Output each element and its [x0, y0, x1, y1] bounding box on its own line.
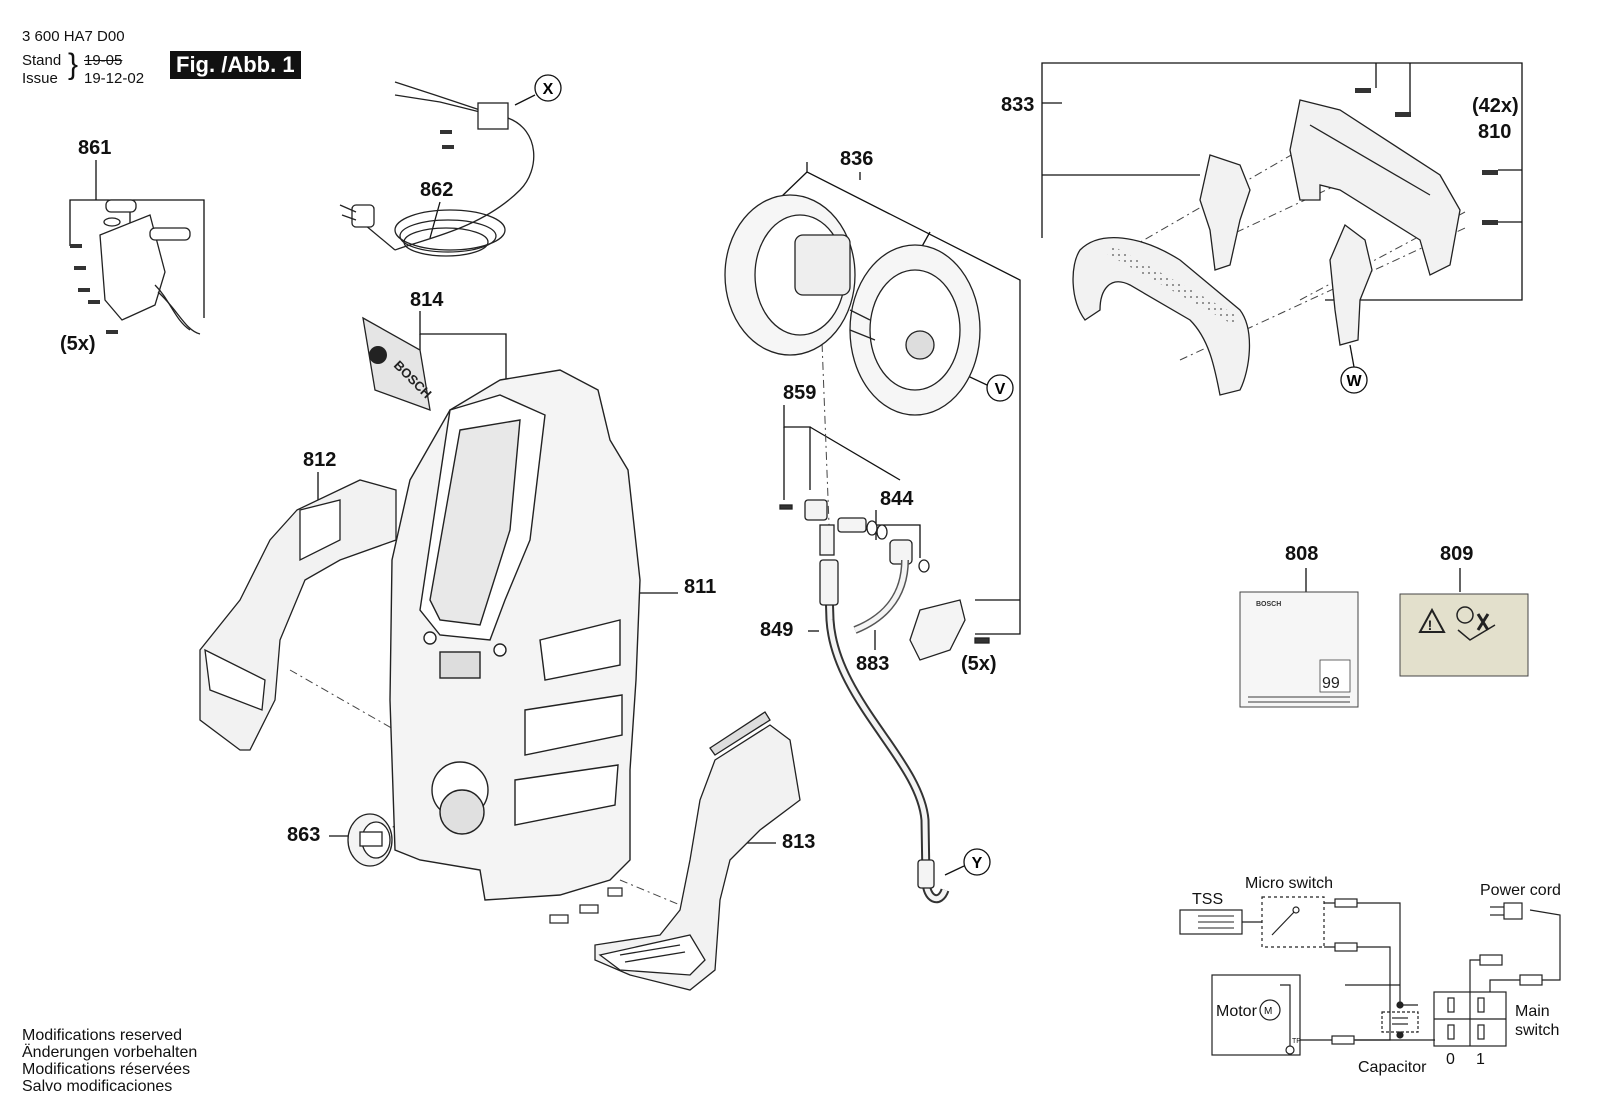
stand-label: Stand — [22, 52, 62, 69]
wiring-tss-label: TSS — [1192, 891, 1223, 908]
part-812-drawing — [199, 479, 397, 751]
stand-value: 19-05 — [84, 52, 123, 69]
wiring-main-switch-label-1: Main — [1515, 1003, 1550, 1020]
wiring-capacitor-label: Capacitor — [1358, 1059, 1427, 1076]
part-number-812: 812 — [303, 449, 336, 471]
callout-w: W — [1340, 344, 1368, 394]
wiring-tp-label: TP — [1292, 1038, 1301, 1045]
part-number-862: 862 — [420, 179, 453, 201]
callout-v-label: V — [995, 381, 1006, 398]
callout-y-label: Y — [972, 855, 983, 872]
part-836-drawing — [724, 194, 981, 416]
modifications-line-de: Änderungen vorbehalten — [22, 1044, 198, 1061]
part-814-drawing: BOSCH — [362, 316, 435, 411]
part-number-861: 861 — [78, 137, 111, 159]
wiring-motor-symbol: M — [1264, 1006, 1272, 1017]
svg-text:!: ! — [1428, 617, 1433, 633]
modifications-notice: Modifications reserved Änderungen vorbeh… — [22, 1027, 197, 1095]
wiring-micro-switch-label: Micro switch — [1245, 875, 1333, 892]
wiring-position-1-label: 1 — [1476, 1051, 1485, 1068]
modifications-line-fr: Modifications réservées — [22, 1061, 191, 1078]
callout-x-label: X — [543, 81, 554, 98]
part-number-859: 859 — [783, 382, 816, 404]
modifications-line-es: Salvo modificaciones — [22, 1078, 173, 1095]
wiring-power-cord-label: Power cord — [1480, 882, 1561, 899]
part-number-814: 814 — [410, 289, 444, 311]
wiring-main-switch-label-2: switch — [1515, 1022, 1559, 1039]
parts-fittings-drawing — [779, 499, 990, 661]
quantity-label-883: (5x) — [961, 653, 997, 675]
part-number-813: 813 — [782, 831, 815, 853]
part-number-810: 810 — [1478, 121, 1511, 143]
callout-w-label: W — [1346, 373, 1362, 390]
wiring-diagram — [1179, 896, 1561, 1056]
part-number-836: 836 — [840, 148, 873, 170]
part-number-809: 809 — [1440, 543, 1473, 565]
part-number-833: 833 — [1001, 94, 1034, 116]
part-number-849: 849 — [760, 619, 793, 641]
label-808-logo: BOSCH — [1256, 601, 1281, 608]
brace: } — [68, 48, 79, 81]
part-863-drawing — [347, 813, 393, 867]
callout-y: Y — [944, 848, 991, 876]
wiring-motor-label: Motor — [1216, 1003, 1258, 1020]
part-813-drawing — [594, 711, 801, 991]
part-number-844: 844 — [880, 488, 914, 510]
figure-label: Fig. /Abb. 1 — [170, 51, 301, 79]
quantity-label-810: (42x) — [1472, 95, 1519, 117]
part-number-811: 811 — [684, 576, 716, 598]
quantity-label-861: (5x) — [60, 333, 96, 355]
document-number: 3 600 HA7 D00 — [22, 28, 125, 45]
part-861-drawing — [70, 199, 201, 335]
part-number-863: 863 — [287, 824, 320, 846]
label-808-value: 99 — [1322, 675, 1340, 692]
part-833-drawing — [1072, 88, 1498, 396]
part-849-drawing — [819, 559, 950, 904]
wiring-position-0-label: 0 — [1446, 1051, 1455, 1068]
part-811-drawing — [389, 369, 641, 901]
issue-value: 19-12-02 — [84, 70, 145, 87]
issue-label: Issue — [22, 70, 58, 87]
part-809-label: ! — [1399, 593, 1529, 677]
modifications-line-en: Modifications reserved — [22, 1027, 183, 1044]
part-number-883: 883 — [856, 653, 889, 675]
part-808-label: BOSCH 99 — [1239, 591, 1359, 708]
part-number-808: 808 — [1285, 543, 1318, 565]
part-862-drawing — [339, 81, 535, 257]
callout-x: X — [514, 74, 562, 106]
